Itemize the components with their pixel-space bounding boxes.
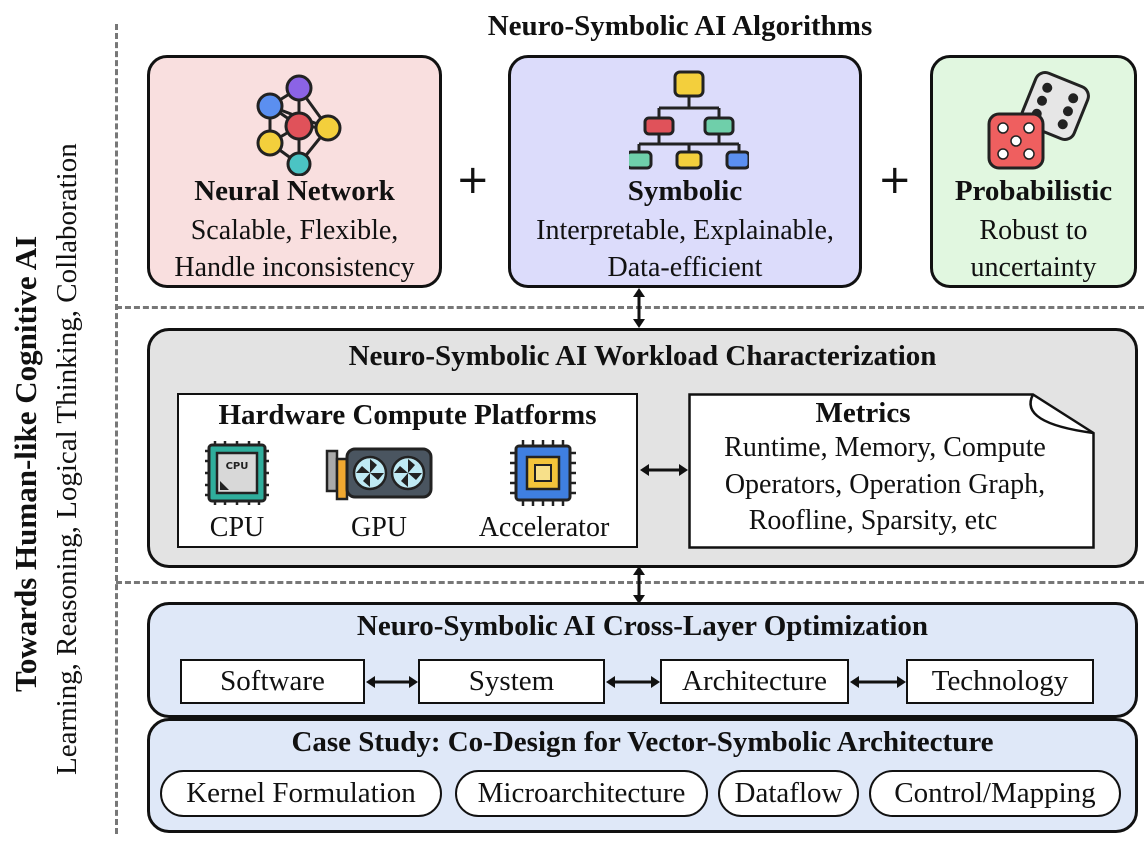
neural-network-line-2: Handle inconsistency [174, 252, 415, 283]
probabilistic-line-2: uncertainty [970, 252, 1097, 283]
vertical-separator [115, 24, 118, 834]
layer-arrow-1 [366, 676, 418, 688]
hardware-box: Hardware Compute Platforms CPU CPU GPU [177, 393, 638, 548]
gpu-label: GPU [350, 512, 407, 543]
neural-network-icon [256, 74, 342, 176]
neural-network-name: Neural Network [194, 175, 395, 207]
hardware-title: Hardware Compute Platforms [218, 399, 597, 431]
cpu-chip-text: CPU [226, 461, 249, 472]
case-item-dataflow: Dataflow [718, 770, 859, 817]
probabilistic-name: Probabilistic [954, 175, 1113, 207]
layer-system: System [418, 659, 605, 704]
case-study-title: Case Study: Co-Design for Vector-Symboli… [291, 726, 994, 758]
symbolic-line-2: Data-efficient [607, 252, 763, 283]
metrics-line-3: Roofline, Sparsity, etc [748, 505, 998, 536]
side-subtitle: Learning, Reasoning, Logical Thinking, C… [51, 143, 83, 775]
layer-arrow-3 [850, 676, 906, 688]
bidirectional-arrow-3 [633, 566, 645, 604]
plus-sign-2: + [878, 157, 912, 203]
plus-sign-1: + [456, 157, 490, 203]
case-item-kernel-formulation: Kernel Formulation [160, 770, 442, 817]
bidirectional-arrow-2 [640, 464, 688, 476]
metrics-line-2: Operators, Operation Graph, [724, 469, 1046, 500]
metrics-line-1: Runtime, Memory, Compute [724, 432, 1046, 463]
neural-network-card: Neural Network Scalable, Flexible, Handl… [147, 55, 442, 288]
symbolic-card: Symbolic Interpretable, Explainable, Dat… [508, 55, 862, 288]
neural-network-line-1: Scalable, Flexible, [190, 215, 399, 246]
cpu-chip-icon: CPU [205, 441, 269, 505]
bidirectional-arrow-1 [633, 288, 645, 328]
layer-architecture: Architecture [660, 659, 849, 704]
document-icon [688, 393, 1095, 549]
layer-technology: Technology [906, 659, 1094, 704]
accelerator-label: Accelerator [478, 512, 610, 543]
probabilistic-card: Probabilistic Robust to uncertainty [930, 55, 1137, 288]
symbolic-line-1: Interpretable, Explainable, [536, 215, 834, 246]
metrics-title: Metrics [815, 397, 911, 429]
probabilistic-line-1: Robust to [979, 215, 1088, 246]
optimization-title: Neuro-Symbolic AI Cross-Layer Optimizati… [356, 610, 929, 642]
accelerator-chip-icon [510, 440, 576, 506]
separator-1 [116, 306, 1144, 309]
side-title: Towards Human-like Cognitive AI [8, 235, 43, 692]
algorithms-title: Neuro-Symbolic AI Algorithms [487, 10, 873, 42]
symbolic-name: Symbolic [627, 175, 743, 207]
layer-software: Software [180, 659, 365, 704]
case-item-microarchitecture: Microarchitecture [455, 770, 708, 817]
hierarchy-tree-icon [629, 70, 749, 170]
workload-title: Neuro-Symbolic AI Workload Characterizat… [348, 340, 937, 372]
dice-icon [987, 71, 1090, 170]
cpu-label: CPU [209, 512, 265, 543]
separator-2 [116, 581, 1144, 584]
layer-arrow-2 [606, 676, 660, 688]
gpu-card-icon [325, 447, 433, 501]
case-item-control-mapping: Control/Mapping [869, 770, 1121, 817]
